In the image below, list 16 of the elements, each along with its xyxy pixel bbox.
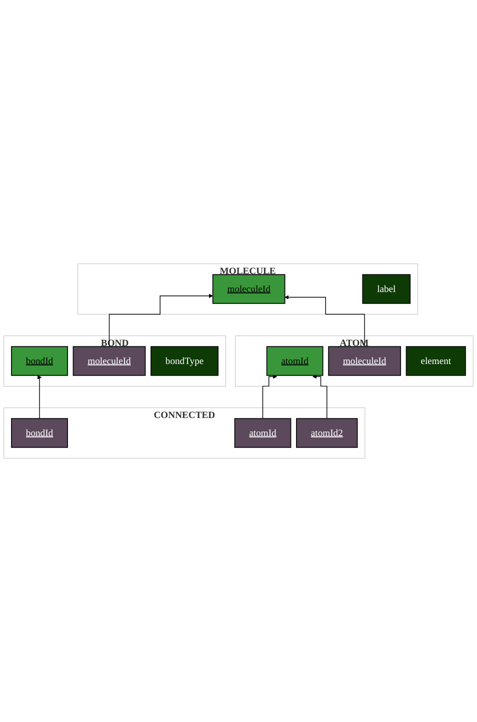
node-box: atomId2 xyxy=(296,418,358,448)
node-box: bondType xyxy=(150,346,219,376)
node-box: moleculeId xyxy=(72,346,146,376)
node-box: atomId xyxy=(266,346,324,376)
node-box: bondId xyxy=(11,418,68,448)
node-box: atomId xyxy=(234,418,292,448)
arrow xyxy=(37,375,42,419)
node-box: element xyxy=(406,346,466,376)
arrow xyxy=(284,295,365,347)
node-box: moleculeId xyxy=(328,346,402,376)
arrow xyxy=(108,294,214,347)
node-box: moleculeId xyxy=(212,274,286,304)
arrow xyxy=(312,374,328,419)
node-box: label xyxy=(362,274,411,304)
node-box: bondId xyxy=(11,346,68,376)
arrow xyxy=(262,374,278,419)
